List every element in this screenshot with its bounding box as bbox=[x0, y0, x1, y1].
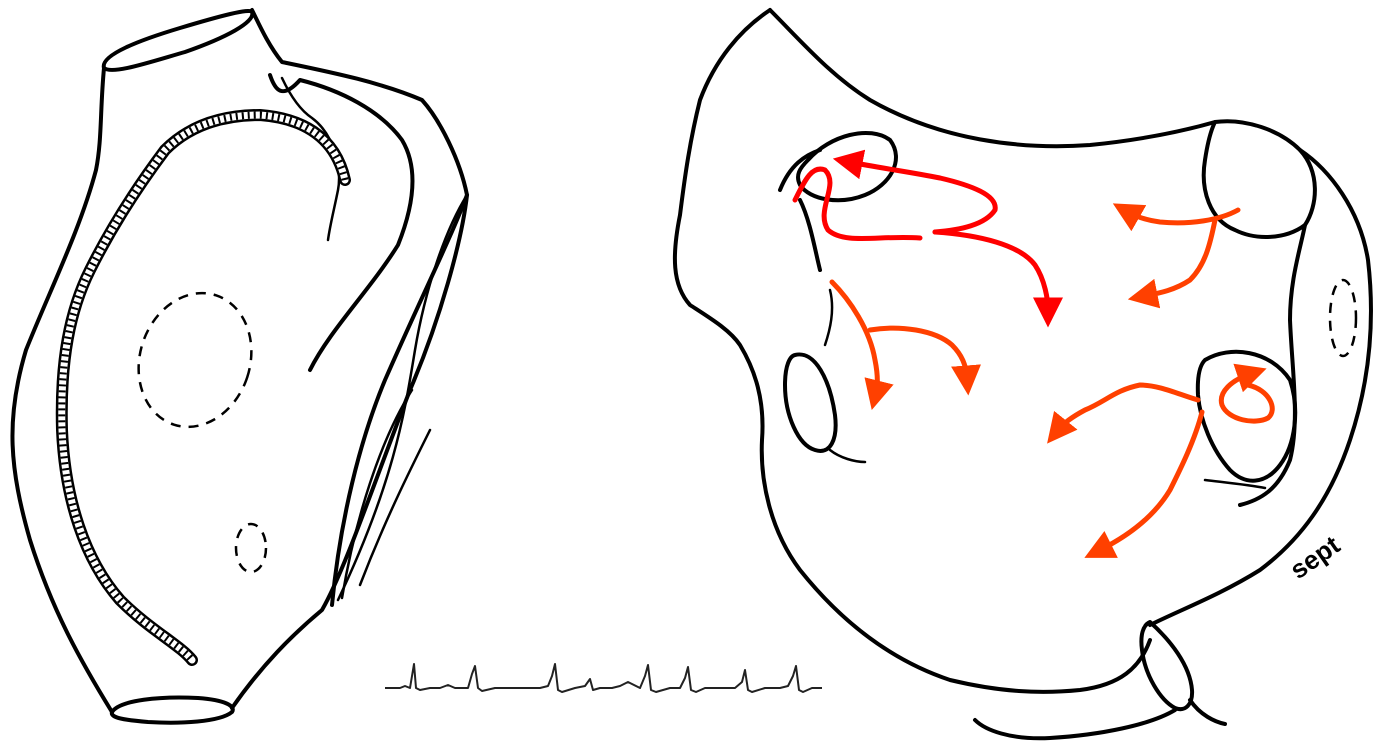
arrow-zigzag-red bbox=[850, 162, 995, 232]
top-vessel-outline bbox=[104, 11, 253, 70]
crista-ridge bbox=[62, 115, 345, 660]
dashed-oval-small bbox=[236, 524, 266, 572]
right-wall-inner-a bbox=[338, 195, 467, 600]
bottom-vessel bbox=[1141, 622, 1192, 709]
arrow-left-lower-a bbox=[832, 282, 877, 393]
inner-hook-curve bbox=[282, 78, 339, 240]
arrow-loop-red bbox=[935, 232, 1048, 310]
arrow-left-lower-b bbox=[870, 328, 967, 378]
ecg-trace bbox=[385, 664, 822, 692]
left-heart-drawing bbox=[12, 10, 467, 723]
arrow-circle bbox=[1221, 374, 1272, 421]
atrium-top-outline bbox=[770, 10, 1215, 146]
left-mid-vessel bbox=[785, 354, 836, 451]
septum-wall bbox=[1240, 225, 1305, 505]
right-atrium-drawing: sept bbox=[675, 10, 1371, 738]
dashed-oval-large bbox=[122, 278, 269, 441]
arrow-zigzag-red-body bbox=[795, 169, 920, 238]
atrium-outer-outline bbox=[675, 10, 1150, 692]
right-mid-vessel bbox=[1198, 352, 1295, 481]
right-dashed-oval bbox=[1330, 280, 1356, 356]
bottom-vessel-outline bbox=[112, 698, 233, 723]
arrow-mid-right-left bbox=[1058, 385, 1198, 430]
arrow-mid-right-down bbox=[1100, 412, 1202, 550]
arrow-upper-right-b bbox=[1145, 220, 1215, 296]
